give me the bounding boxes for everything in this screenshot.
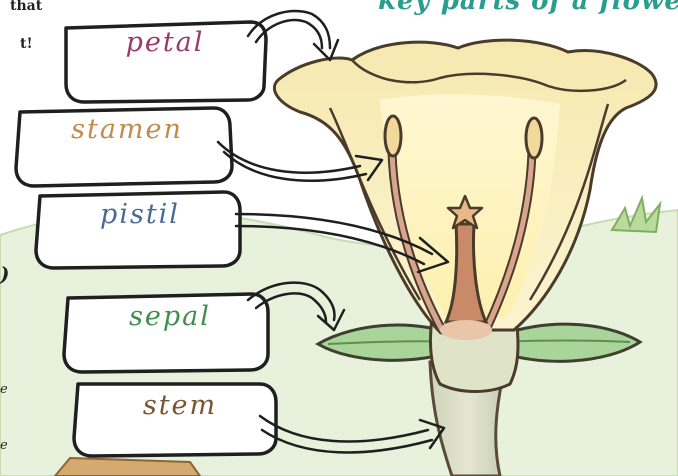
diagram-title: key parts of a flower <box>378 0 678 20</box>
top-text-fragment-1: that <box>10 0 42 14</box>
side-mark-2: e <box>0 382 8 397</box>
ground-patch <box>55 458 200 476</box>
sepal-label: sepal <box>70 301 270 332</box>
side-mark-3: e <box>0 438 8 453</box>
petal-label: petal <box>70 27 260 58</box>
pistil-ovary <box>440 320 492 340</box>
stamen-left-anther <box>385 116 401 156</box>
top-text-fragment-2: t! <box>20 36 33 52</box>
stamen-right-anther <box>526 118 542 158</box>
pistil-label: pistil <box>40 199 240 230</box>
grass-tuft <box>612 198 660 232</box>
side-mark-1: ) <box>0 262 9 286</box>
stamen-label: stamen <box>22 114 232 145</box>
stem-label: stem <box>80 390 280 421</box>
